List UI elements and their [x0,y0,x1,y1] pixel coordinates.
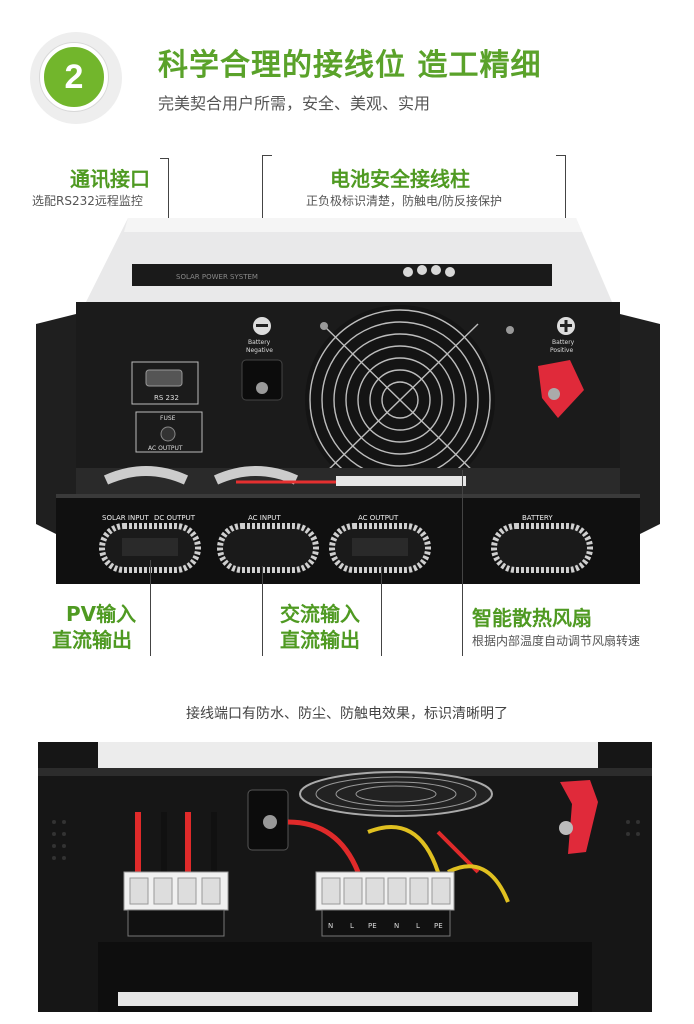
page-subtitle: 完美契合用户所需，安全、美观、实用 [158,94,431,113]
brand-label: SOLAR POWER SYSTEM [176,273,258,281]
solar-dc-gland [99,523,201,573]
battery-neg-leader-tick [262,155,272,156]
svg-text:BATTERY: BATTERY [522,514,553,522]
control-button-icon [403,267,413,277]
battery-positive-terminal [560,780,598,854]
svg-text:Battery: Battery [248,339,271,346]
svg-text:SOLAR INPUT: SOLAR INPUT [102,514,150,522]
svg-text:DC OUTPUT: DC OUTPUT [154,514,196,522]
rs232-port [131,361,199,405]
comm-port-leader-tick [160,158,169,159]
svg-text:PE: PE [368,922,377,930]
svg-text:AC OUTPUT: AC OUTPUT [358,514,399,522]
fan-sub: 根据内部温度自动调节风扇转速 [472,634,641,648]
battery-terminal-title: 电池安全接线柱 [330,167,470,191]
svg-text:Battery: Battery [552,339,575,346]
svg-text:Negative: Negative [246,347,273,354]
step-badge: 2 [40,43,108,111]
svg-text:FUSE: FUSE [160,415,176,422]
svg-text:AC INPUT: AC INPUT [248,514,281,522]
ac-output-gland [329,523,431,573]
fuse-box [135,411,203,453]
svg-text:L: L [350,922,354,930]
fuse-icon [160,426,176,442]
control-button-icon [431,265,441,275]
control-button-icon [417,265,427,275]
ac-input-gland [217,523,319,573]
svg-text:Positive: Positive [550,347,573,354]
battery-terminal-sub: 正负极标识清楚，防触电/防反接保护 [306,194,503,208]
svg-text:N: N [394,922,399,930]
pv-leader [150,560,151,656]
svg-text:PE: PE [434,922,443,930]
wiring-detail-photo: N L PE N L PE [38,742,652,1012]
comm-port-title: 通讯接口 [70,167,150,191]
battery-positive-terminal [538,360,584,418]
ac-leader-right [381,566,382,656]
ac-input-label: 交流输入 [280,602,360,626]
battery-pos-leader-tick [556,155,566,156]
svg-text:AC OUTPUT: AC OUTPUT [148,445,183,452]
fan-leader [462,470,463,656]
battery-gland [491,523,593,573]
ac-dc-output-label: 直流输出 [280,628,360,652]
page-title: 科学合理的接线位 造工精细 [158,48,542,83]
control-button-icon [445,267,455,277]
ac-leader-left [262,566,263,656]
svg-text:N: N [328,922,333,930]
battery-negative-terminal [241,359,283,401]
caption: 接线端口有防水、防尘、防触电效果，标识清晰明了 [186,706,508,722]
svg-text:L: L [416,922,420,930]
pv-input-label: PV输入 [66,602,137,626]
inverter-rear-panel: SOLAR POWER SYSTEM RS 232 FUSE AC OUTPUT… [36,218,660,584]
comm-port-sub: 选配RS232远程监控 [32,194,143,208]
svg-text:RS 232: RS 232 [154,394,179,402]
top-cover [98,742,598,768]
fan-title: 智能散热风扇 [472,606,592,630]
cooling-fan [299,771,493,817]
dc-output-label: 直流输出 [52,628,132,652]
